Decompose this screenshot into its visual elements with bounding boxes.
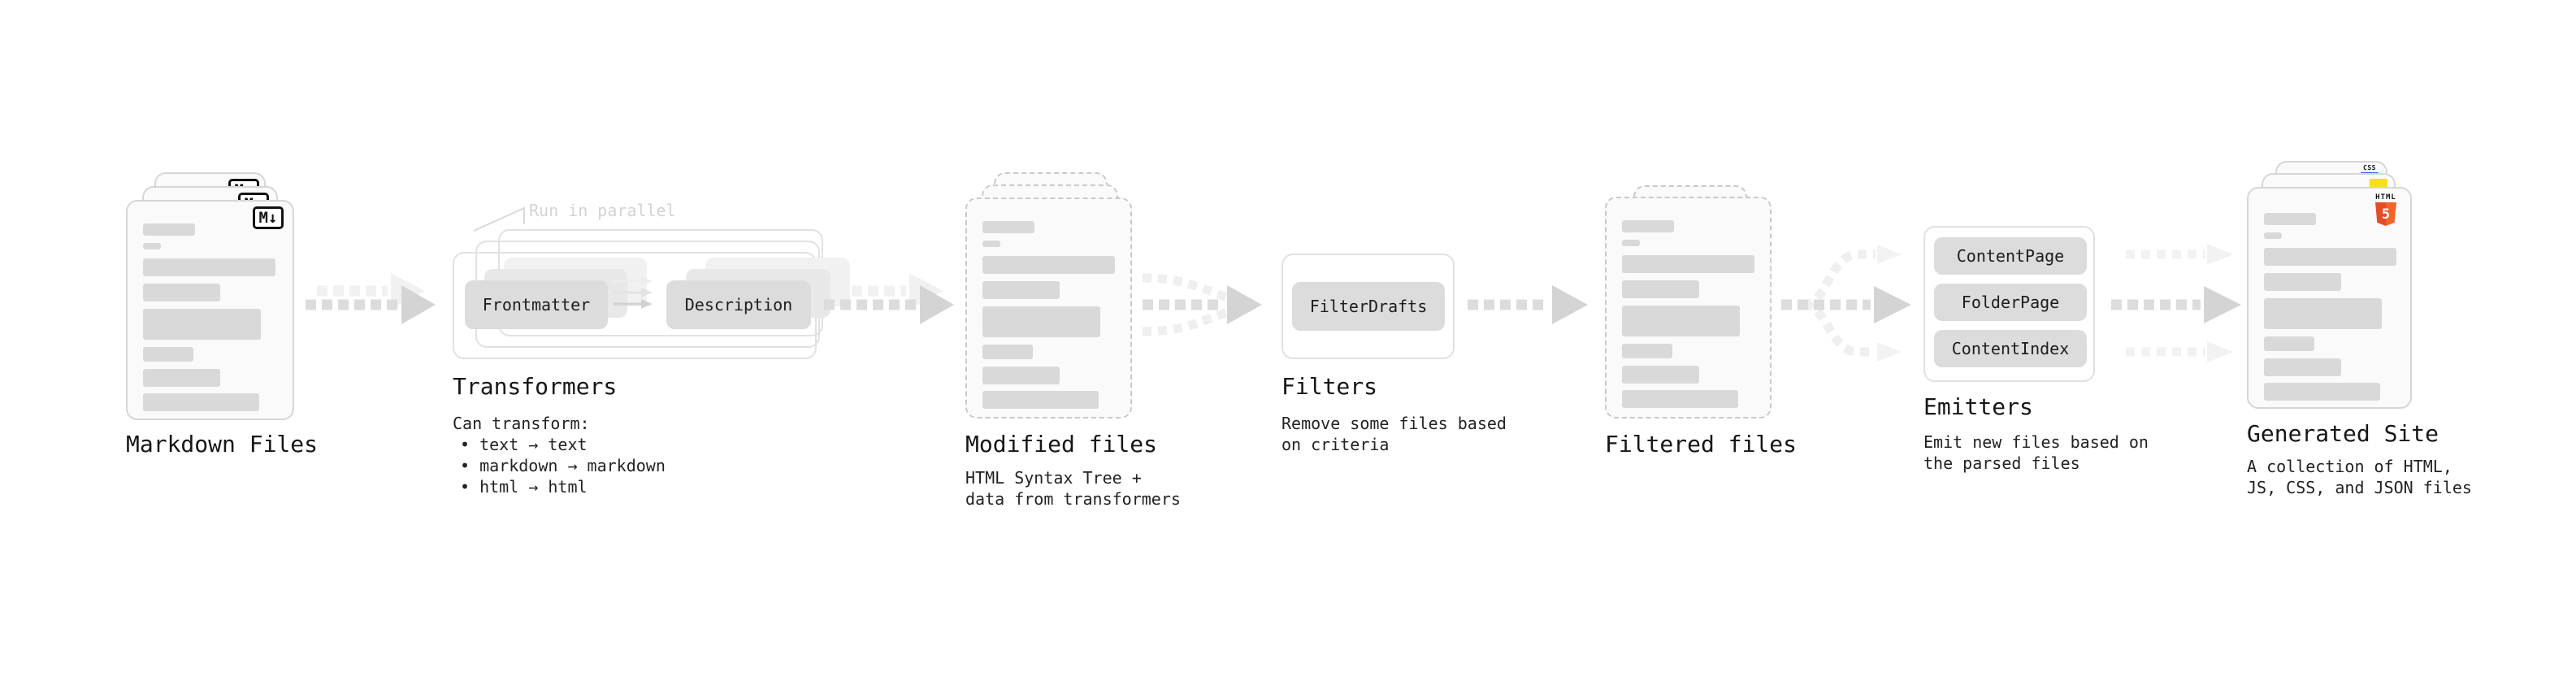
arrow-transformers-to-modified xyxy=(824,273,954,324)
text-line-bar xyxy=(143,223,195,236)
filterdrafts-pill: FilterDrafts xyxy=(1292,282,1445,331)
arrow-emitters-to-generated xyxy=(2111,244,2241,362)
text-line-bar xyxy=(143,284,220,301)
text-line-bar xyxy=(1622,344,1672,358)
text-line-bar xyxy=(2264,273,2341,291)
modified-files-description: HTML Syntax Tree + data from transformer… xyxy=(965,468,1181,509)
text-line-bar xyxy=(982,241,1000,247)
file-card-front xyxy=(1605,197,1772,419)
text-line-bar xyxy=(982,345,1033,359)
html5-icon-word: HTML xyxy=(2375,193,2396,202)
text-line-bar xyxy=(982,281,1060,299)
text-line-bar xyxy=(982,367,1060,384)
filters-description: Remove some files based on criteria xyxy=(1281,414,1507,454)
frontmatter-pill: Frontmatter xyxy=(465,280,608,329)
file-content-skeleton xyxy=(2264,213,2399,401)
text-line-bar xyxy=(143,369,220,387)
text-line-bar xyxy=(143,243,161,249)
note-connector-line xyxy=(473,206,525,232)
emitters-description: Emit new files based on the parsed files xyxy=(1923,432,2149,473)
transformers-bullet-list: • text → text • markdown → markdown • ht… xyxy=(460,434,666,497)
file-card-front: HTML 5 xyxy=(2247,187,2412,409)
html5-icon-number: 5 xyxy=(2381,206,2391,223)
contentpage-pill: ContentPage xyxy=(1934,237,2087,275)
stage-label-emitters: Emitters xyxy=(1923,393,2033,420)
text-line-bar xyxy=(2264,248,2396,266)
file-content-skeleton xyxy=(1622,220,1759,408)
markdown-icon: M↓ xyxy=(253,206,284,229)
stage-label-generated-site: Generated Site xyxy=(2247,420,2439,447)
html5-icon: HTML 5 xyxy=(2372,193,2400,226)
emitters-box xyxy=(1923,226,2095,382)
css-icon-label: CSS xyxy=(2363,164,2376,171)
file-card-front xyxy=(965,197,1132,419)
transformers-description: Can transform: xyxy=(453,414,590,433)
text-line-bar xyxy=(2264,232,2282,239)
bullet-item: • markdown → markdown xyxy=(460,456,666,475)
text-line-bar xyxy=(1622,240,1640,246)
arrow-filtered-to-emitters-split xyxy=(1781,245,1911,362)
stage-label-filtered-files: Filtered files xyxy=(1605,431,1798,458)
text-line-bar xyxy=(2264,358,2341,376)
folderpage-pill: FolderPage xyxy=(1934,284,2087,321)
generated-site-description: A collection of HTML, JS, CSS, and JSON … xyxy=(2247,457,2472,497)
text-line-bar xyxy=(2264,298,2382,329)
stage-label-transformers: Transformers xyxy=(453,373,618,400)
text-line-bar xyxy=(143,347,193,362)
file-card-front: M↓ xyxy=(126,200,294,420)
arrow-filters-to-filtered xyxy=(1468,285,1588,324)
text-line-bar xyxy=(143,258,275,276)
text-line-bar xyxy=(2264,213,2316,225)
bullet-item: • text → text xyxy=(460,435,588,454)
text-line-bar xyxy=(1622,306,1740,336)
transform-arrows-icon xyxy=(614,276,653,309)
text-line-bar xyxy=(2264,336,2314,351)
bullet-item: • html → html xyxy=(460,477,588,497)
text-line-bar xyxy=(143,309,261,340)
text-line-bar xyxy=(1622,390,1738,408)
run-in-parallel-note: Run in parallel xyxy=(529,201,676,220)
arrow-modified-to-filters-merge xyxy=(1142,273,1262,336)
stage-label-modified-files: Modified files xyxy=(965,431,1158,458)
text-line-bar xyxy=(982,391,1099,409)
text-line-bar xyxy=(1622,220,1674,232)
filters-box xyxy=(1281,254,1455,359)
contentindex-pill: ContentIndex xyxy=(1934,330,2087,367)
text-line-bar xyxy=(1622,255,1754,273)
text-line-bar xyxy=(1622,366,1699,384)
text-line-bar xyxy=(982,256,1115,274)
file-content-skeleton xyxy=(982,221,1119,409)
stage-label-filters: Filters xyxy=(1281,373,1378,400)
file-content-skeleton xyxy=(143,223,281,411)
text-line-bar xyxy=(982,221,1034,233)
text-line-bar xyxy=(143,393,259,411)
js-icon xyxy=(2370,179,2387,189)
stage-label-markdown-files: Markdown Files xyxy=(126,431,319,458)
arrow-markdown-to-transformers xyxy=(306,273,436,324)
description-pill: Description xyxy=(666,280,811,329)
text-line-bar xyxy=(982,306,1100,337)
text-line-bar xyxy=(1622,280,1699,298)
text-line-bar xyxy=(2264,383,2380,401)
